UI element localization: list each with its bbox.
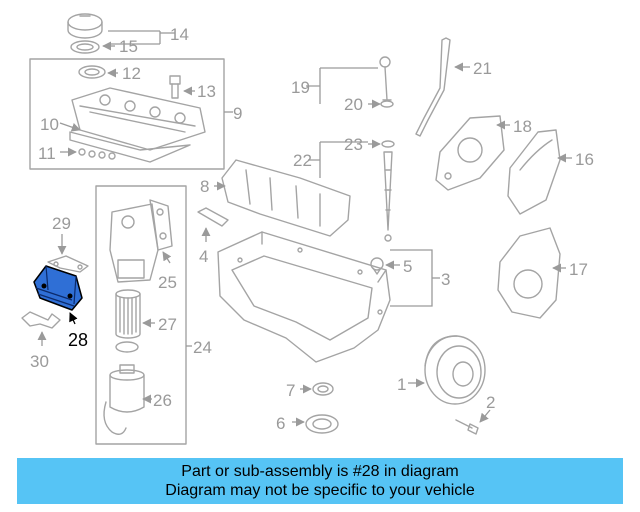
callout-11[interactable]: 11 <box>38 144 56 163</box>
part-dipstick-tube-21[interactable] <box>415 37 451 137</box>
part-timing-cover-16[interactable] <box>507 129 561 215</box>
callout-28[interactable]: 28 <box>68 330 88 350</box>
part-gasket-25[interactable] <box>149 199 173 251</box>
callout-12[interactable]: 12 <box>122 64 141 83</box>
part-filler-cap-seal[interactable] <box>70 40 100 54</box>
part-oil-filter-housing[interactable] <box>109 203 159 283</box>
banner-line-2: Diagram may not be specific to your vehi… <box>165 482 475 499</box>
callout-27[interactable]: 27 <box>158 315 177 334</box>
part-seal-7[interactable] <box>312 382 334 396</box>
part-o-ring[interactable] <box>115 341 139 353</box>
callout-20[interactable]: 20 <box>344 95 363 114</box>
parts-diagram: 14 15 9 12 13 10 11 24 <box>21 13 594 445</box>
callout-15[interactable]: 15 <box>119 37 138 56</box>
leader-22 <box>308 141 368 178</box>
part-gasket-29[interactable] <box>47 255 89 273</box>
leader-19 <box>306 67 378 104</box>
callout-10[interactable]: 10 <box>40 115 59 134</box>
callout-16[interactable]: 16 <box>575 150 594 169</box>
callout-29[interactable]: 29 <box>52 214 71 233</box>
part-timing-cover-17[interactable] <box>497 227 561 319</box>
callout-5[interactable]: 5 <box>403 257 412 276</box>
callout-3[interactable]: 3 <box>441 270 450 289</box>
part-oil-filter-cap[interactable] <box>103 364 145 435</box>
callout-26[interactable]: 26 <box>153 391 172 410</box>
part-dipstick-tube-22[interactable] <box>383 151 393 242</box>
part-cover-18[interactable] <box>435 115 505 191</box>
callout-21[interactable]: 21 <box>473 59 492 78</box>
part-oil-filler-cap[interactable] <box>67 13 103 39</box>
callout-22[interactable]: 22 <box>293 151 312 170</box>
callout-18[interactable]: 18 <box>513 117 532 136</box>
valve-cover-group-box <box>29 58 225 170</box>
callout-2[interactable]: 2 <box>486 393 495 412</box>
part-vent-valve-13[interactable] <box>169 75 181 99</box>
part-dipstick-19[interactable] <box>379 56 392 101</box>
part-valve-cover[interactable] <box>71 87 206 151</box>
callout-23[interactable]: 23 <box>344 135 363 154</box>
part-o-ring-23[interactable] <box>381 140 395 148</box>
callout-24[interactable]: 24 <box>193 338 212 357</box>
callout-7[interactable]: 7 <box>286 381 295 400</box>
part-oil-pan[interactable] <box>217 231 391 363</box>
callout-6[interactable]: 6 <box>276 414 285 433</box>
callout-13[interactable]: 13 <box>197 82 216 101</box>
part-valve-cover-gasket[interactable] <box>69 131 191 163</box>
part-crankshaft-pulley[interactable] <box>424 335 486 405</box>
part-drain-plug-5[interactable] <box>370 257 384 275</box>
oil-filter-group-box <box>95 185 187 445</box>
callout-14[interactable]: 14 <box>170 25 189 44</box>
part-oil-filter-element[interactable] <box>115 289 141 339</box>
banner-line-1: Part or sub-assembly is #28 in diagram <box>181 463 459 480</box>
callout-17[interactable]: 17 <box>569 260 588 279</box>
part-baffle-8[interactable] <box>221 159 351 237</box>
part-spark-seal-set[interactable] <box>78 148 116 160</box>
callout-30[interactable]: 30 <box>30 352 49 371</box>
callout-25[interactable]: 25 <box>158 273 177 292</box>
callout-19[interactable]: 19 <box>291 78 310 97</box>
part-cap-12[interactable] <box>78 65 106 79</box>
info-banner: Part or sub-assembly is #28 in diagram D… <box>17 458 623 504</box>
part-oil-cooler-highlighted[interactable] <box>33 265 83 311</box>
part-bracket-4[interactable] <box>197 207 229 227</box>
callout-9[interactable]: 9 <box>233 104 242 123</box>
callout-4[interactable]: 4 <box>199 247 208 266</box>
part-bracket-30[interactable] <box>21 311 61 329</box>
part-seal-6[interactable] <box>305 414 339 434</box>
callout-1[interactable]: 1 <box>397 375 406 394</box>
callout-8[interactable]: 8 <box>200 177 209 196</box>
part-bolt-2[interactable] <box>455 419 479 435</box>
part-o-ring-20[interactable] <box>380 100 394 108</box>
